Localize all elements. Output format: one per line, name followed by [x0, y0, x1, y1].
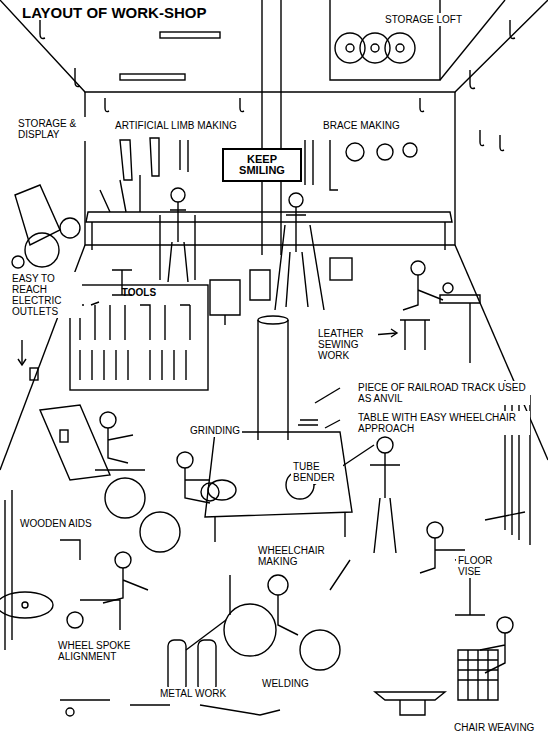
- area-label: WHEELCHAIR MAKING: [256, 544, 330, 568]
- area-label: FLOOR VISE: [456, 554, 498, 578]
- area-label: TUBE BENDER: [291, 460, 343, 484]
- area-label: EASY TO REACH ELECTRIC OUTLETS: [10, 272, 82, 318]
- node-text: KEEP SMILING: [226, 154, 298, 176]
- area-label: GRINDING: [188, 424, 242, 437]
- area-label: LEATHER SEWING WORK: [316, 327, 378, 362]
- area-label: STORAGE & DISPLAY: [16, 117, 92, 141]
- tool-board-label: TOOLS: [70, 285, 208, 303]
- area-label: PIECE OF RAILROAD TRACK USED AS ANVIL: [356, 381, 530, 405]
- area-label: TABLE WITH EASY WHEELCHAIR APPROACH: [356, 411, 530, 435]
- node-text: TOOLS: [70, 287, 208, 298]
- area-label: BRACE MAKING: [321, 119, 402, 132]
- area-label: CHAIR WEAVING: [452, 721, 536, 734]
- area-label: METAL WORK: [158, 687, 228, 700]
- area-label: ARTIFICIAL LIMB MAKING: [113, 119, 239, 132]
- sign-board: KEEP SMILING: [222, 148, 302, 182]
- area-label: WHEEL SPOKE ALIGNMENT: [56, 639, 140, 663]
- area-label: WOODEN AIDS: [18, 517, 94, 530]
- area-label: WELDING: [260, 677, 311, 690]
- diagram-title: LAYOUT OF WORK-SHOP: [22, 4, 222, 21]
- area-label: STORAGE LOFT: [383, 13, 464, 26]
